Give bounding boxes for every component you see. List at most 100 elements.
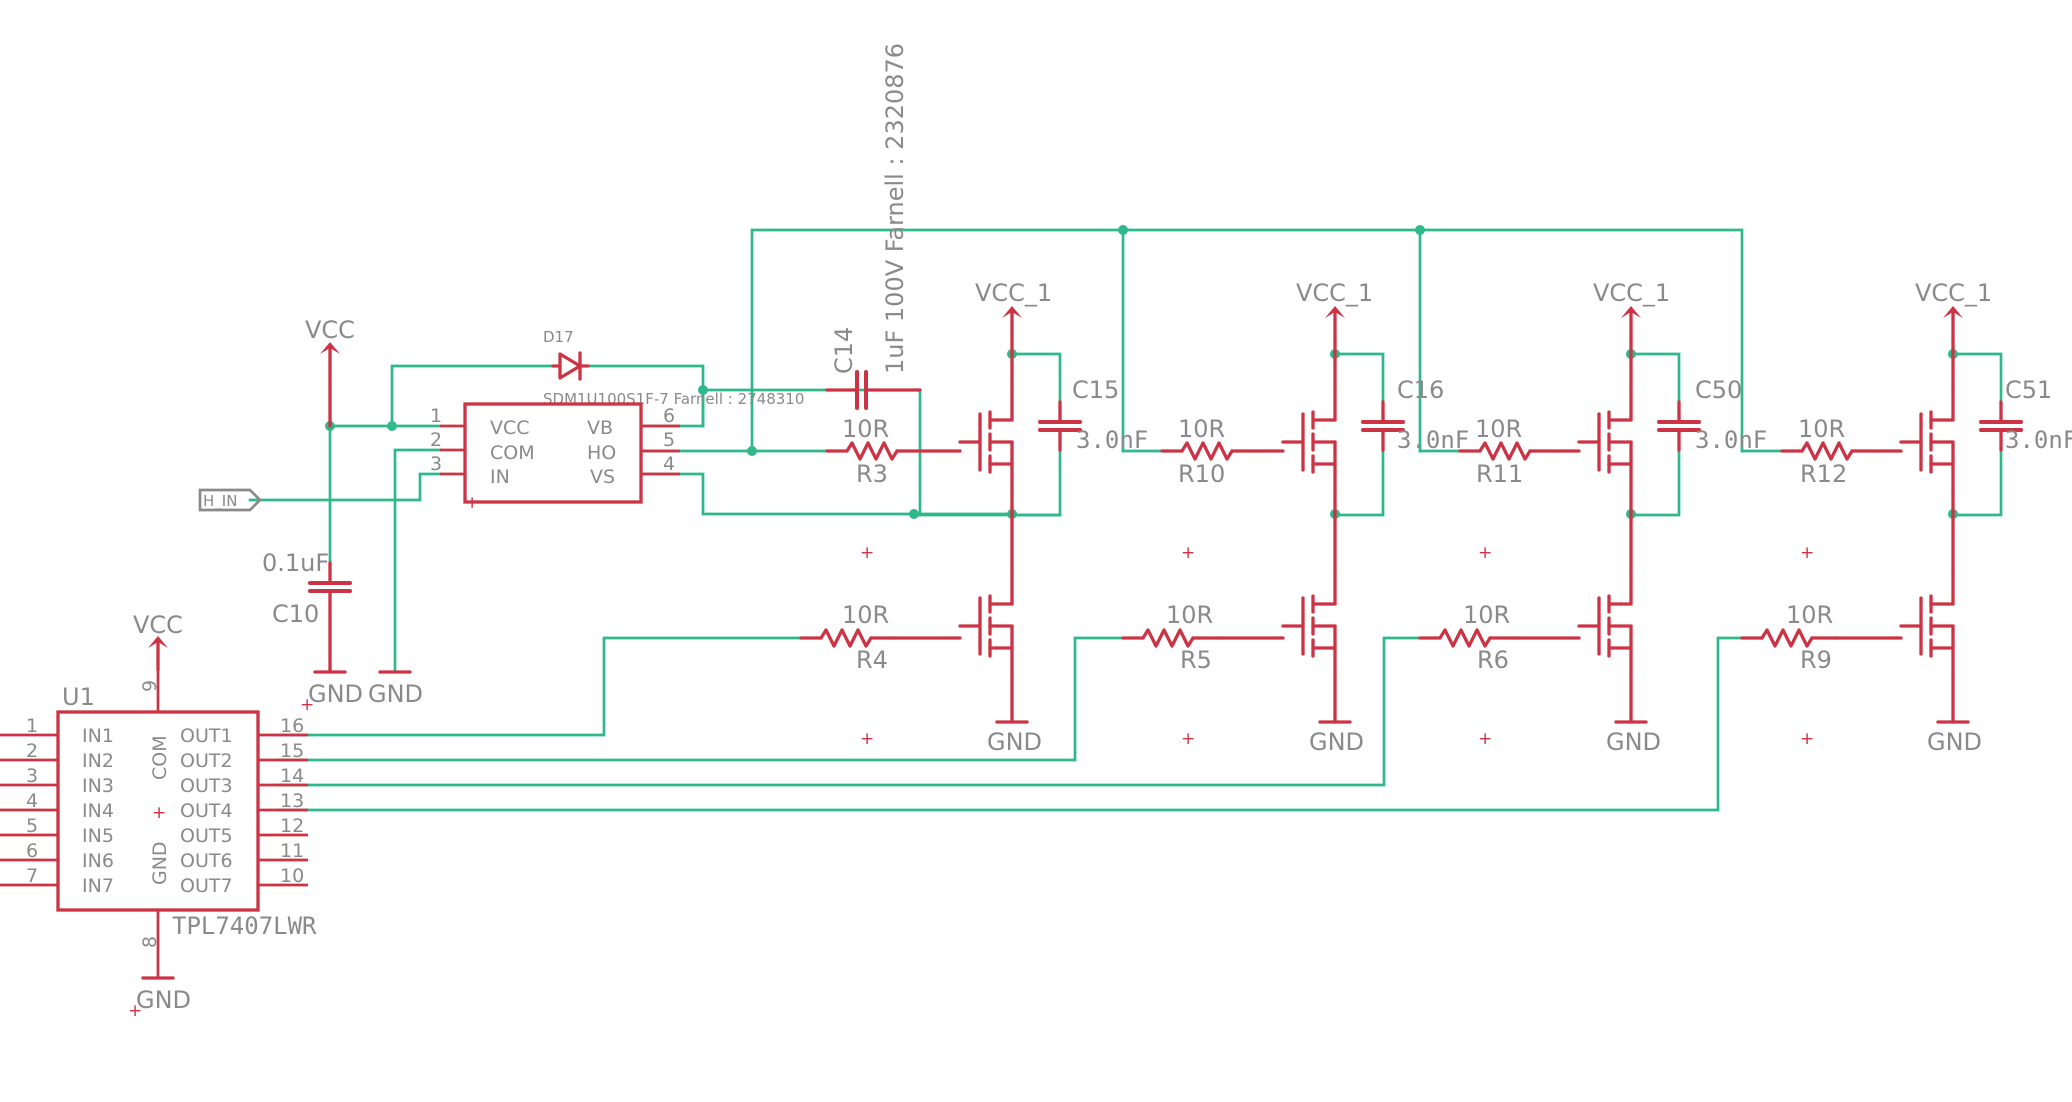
svg-text:IN7: IN7 xyxy=(82,875,114,897)
svg-text:13: 13 xyxy=(280,790,304,812)
c15-value: 3.0nF xyxy=(1076,426,1148,454)
svg-text:IN5: IN5 xyxy=(82,825,114,847)
r6-value: 10R xyxy=(1463,601,1510,629)
r4-value: 10R xyxy=(842,601,889,629)
c50-ref: C50 xyxy=(1695,376,1742,404)
svg-text:+: + xyxy=(300,695,314,715)
svg-text:IN1: IN1 xyxy=(82,725,114,747)
r5-value: 10R xyxy=(1166,601,1213,629)
gnd-label-s2: GND xyxy=(1309,728,1364,756)
c14-ref: C14 xyxy=(830,327,858,374)
gnd-c10: GND + xyxy=(300,609,363,715)
diode-d17: D17 SDM1U100S1F-7 Farnell : 2748310 xyxy=(543,328,804,408)
gnd-label-s3: GND xyxy=(1606,728,1661,756)
svg-text:3: 3 xyxy=(26,765,38,787)
gnd-com: GND xyxy=(368,670,423,708)
svg-text:2: 2 xyxy=(430,429,442,451)
r11-ref: R11 xyxy=(1476,460,1523,488)
c10-ref: C10 xyxy=(272,600,319,628)
svg-text:12: 12 xyxy=(280,815,304,837)
svg-text:GND: GND xyxy=(149,841,171,885)
u1-inputs: 1 2 3 4 5 6 7 IN1 IN2 IN3 IN4 IN5 IN6 IN… xyxy=(0,715,114,897)
svg-text:COM: COM xyxy=(149,735,171,780)
vcc1-label-1: VCC_1 xyxy=(975,279,1052,307)
r3-ref: R3 xyxy=(856,460,888,488)
svg-text:+: + xyxy=(860,543,874,563)
gnd-label-c10: GND xyxy=(308,680,363,708)
svg-text:2: 2 xyxy=(26,740,38,762)
svg-text:5: 5 xyxy=(663,429,675,451)
vcc1-label-2: VCC_1 xyxy=(1296,279,1373,307)
gnd-label-s4: GND xyxy=(1927,728,1982,756)
h-in-port: H_IN xyxy=(198,488,262,512)
d17-ref: D17 xyxy=(543,328,574,346)
svg-text:IN: IN xyxy=(490,466,510,488)
c16-value: 3.0nF xyxy=(1397,426,1469,454)
svg-text:15: 15 xyxy=(280,740,304,762)
r4-ref: R4 xyxy=(856,646,888,674)
svg-text:1: 1 xyxy=(26,715,38,737)
r5-ref: R5 xyxy=(1180,646,1212,674)
power-stage-2: VCC_1 C16 3.0nF 10R R10 + GND 10R R5 + xyxy=(1121,279,1469,756)
c14-value: 1uF 100V Farnell : 2320876 xyxy=(881,43,909,374)
svg-text:VS: VS xyxy=(590,466,615,488)
svg-text:+: + xyxy=(465,493,479,513)
svg-text:10: 10 xyxy=(280,865,304,887)
vcc1-label-4: VCC_1 xyxy=(1915,279,1992,307)
vcc1-label-3: VCC_1 xyxy=(1593,279,1670,307)
c51-value: 3.0nF xyxy=(2005,426,2072,454)
svg-text:+: + xyxy=(1181,729,1195,749)
r10-ref: R10 xyxy=(1178,460,1225,488)
gate-driver-ic: 1 2 3 VCC COM IN VB HO VS 6 5 4 + xyxy=(430,402,680,513)
svg-text:+: + xyxy=(152,803,166,823)
wires xyxy=(248,228,2003,812)
svg-text:16: 16 xyxy=(280,715,304,737)
gnd-label-com: GND xyxy=(368,680,423,708)
svg-text:14: 14 xyxy=(280,765,304,787)
svg-text:+: + xyxy=(860,729,874,749)
junctions xyxy=(325,225,1958,519)
stage-wires xyxy=(1010,352,2003,517)
r9-value: 10R xyxy=(1786,601,1833,629)
svg-text:+: + xyxy=(1478,729,1492,749)
c16-ref: C16 xyxy=(1397,376,1444,404)
svg-text:1: 1 xyxy=(430,405,442,427)
r3-value: 10R xyxy=(842,415,889,443)
svg-text:OUT3: OUT3 xyxy=(180,775,233,797)
svg-text:11: 11 xyxy=(280,840,304,862)
svg-text:6: 6 xyxy=(26,840,38,862)
capacitor-c14: C14 1uF 100V Farnell : 2320876 xyxy=(825,43,922,410)
u1-ref: U1 xyxy=(62,683,95,711)
svg-text:7: 7 xyxy=(26,865,38,887)
svg-text:HO: HO xyxy=(587,442,616,464)
svg-text:OUT7: OUT7 xyxy=(180,875,233,897)
svg-text:VCC: VCC xyxy=(490,417,530,439)
r6-ref: R6 xyxy=(1477,646,1509,674)
svg-text:OUT2: OUT2 xyxy=(180,750,233,772)
power-stage-4: VCC_1 C51 3.0nF 10R R12 + GND 10R R9 + xyxy=(1740,279,2072,756)
svg-text:9: 9 xyxy=(139,680,161,692)
u1-ic: U1 TPL7407LWR 9 VCC 8 GND + COM GND + 1 … xyxy=(0,611,317,1021)
svg-text:3: 3 xyxy=(430,453,442,475)
r12-ref: R12 xyxy=(1800,460,1847,488)
svg-text:6: 6 xyxy=(663,405,675,427)
c51-ref: C51 xyxy=(2005,376,2052,404)
r9-ref: R9 xyxy=(1800,646,1832,674)
svg-text:5: 5 xyxy=(26,815,38,837)
h-in-label: H_IN xyxy=(203,492,237,511)
svg-text:IN4: IN4 xyxy=(82,800,114,822)
svg-text:IN2: IN2 xyxy=(82,750,114,772)
svg-text:4: 4 xyxy=(26,790,38,812)
gnd-label-s1: GND xyxy=(987,728,1042,756)
r12-value: 10R xyxy=(1798,415,1845,443)
vcc-label: VCC xyxy=(305,316,355,344)
power-stage-1: VCC_1 C15 3.0nF 10R R3 + GND 10R R4 + xyxy=(799,279,1148,756)
svg-text:4: 4 xyxy=(663,453,675,475)
svg-text:OUT4: OUT4 xyxy=(180,800,233,822)
u1-vcc-label: VCC xyxy=(133,611,183,639)
vcc-supply-left: VCC xyxy=(305,316,355,428)
svg-text:+: + xyxy=(1181,543,1195,563)
power-stage-3: VCC_1 C50 3.0nF 10R R11 + GND 10R R6 + xyxy=(1418,279,1767,756)
svg-text:+: + xyxy=(1800,543,1814,563)
